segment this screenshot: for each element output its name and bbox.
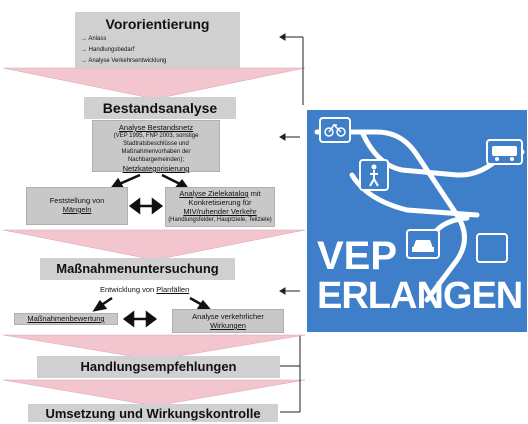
vororientierung-title: Vororientierung <box>105 16 210 32</box>
bestandsanalyse-title: Bestandsanalyse <box>102 100 218 116</box>
side-arrow-1 <box>279 33 304 105</box>
planfaelle-prefix: Entwicklung von <box>100 285 155 294</box>
parking-sign-icon <box>476 233 508 263</box>
handlung-box: Handlungsempfehlungen <box>37 356 280 378</box>
zielekatalog-label: Analyse Zielekatalog <box>179 189 249 198</box>
funnel-3 <box>2 334 306 361</box>
wirkungen-line1: Analyse verkehrlicher <box>192 312 264 321</box>
vep-logo: VEP ERLANGEN <box>307 110 527 332</box>
netzkategorisierung-label: Netzkategorisierung <box>122 164 190 173</box>
car-icon <box>406 229 440 259</box>
funnel-1 <box>2 67 306 100</box>
wirkungen-box: Analyse verkehrlicher Wirkungen <box>172 309 284 333</box>
bestandsnetz-details: (VEP 1995, FNP 2003, sonstige Stadtratsb… <box>113 133 199 163</box>
bewertung-label: Maßnahmenbewertung <box>27 314 105 323</box>
massnahmen-title: Maßnahmenuntersuchung <box>56 261 219 276</box>
handlung-title: Handlungsempfehlungen <box>80 359 237 374</box>
bike-icon <box>319 117 351 143</box>
side-arrow-3 <box>279 287 300 295</box>
zielekatalog-box: Analyse Zielekatalog mit Konkretisierung… <box>165 187 275 227</box>
miv-label: MIV/ruhender Verkehr <box>183 207 257 216</box>
bottom-bracket <box>280 336 301 413</box>
bestandsnetz-box: Analyse Bestandsnetz (VEP 1995, FNP 2003… <box>92 120 220 173</box>
vororientierung-item: → Analyse Verkehrsentwicklung <box>81 58 167 64</box>
maengel-box: Feststellung von Mängeln <box>26 187 128 225</box>
maengel-line2: Mängeln <box>62 205 92 214</box>
zielekatalog-rest: mit Konkretisierung für <box>188 189 261 207</box>
bewertung-box: Maßnahmenbewertung <box>14 313 118 325</box>
wirkungen-line2: Wirkungen <box>210 321 246 330</box>
vororientierung-item: → Handlungsbedarf <box>81 47 135 53</box>
maengel-line1: Feststellung von <box>49 196 105 205</box>
planfaelle-label: Entwicklung von Planfällen <box>100 285 189 294</box>
umsetzung-box: Umsetzung und Wirkungskontrolle <box>28 404 278 422</box>
funnel-4 <box>2 379 306 407</box>
arrow-plan-right <box>189 296 212 311</box>
logo-line1: VEP <box>317 234 398 278</box>
bus-icon <box>486 139 523 165</box>
double-arrow-1 <box>128 197 164 215</box>
network-graphic <box>314 117 525 303</box>
vororientierung-box: Vororientierung → Anlass → Handlungsbeda… <box>75 12 240 68</box>
planfaelle-link: Planfällen <box>156 285 190 294</box>
zielekatalog-details: (Handlungsfelder, Hauptziele, Teilziele) <box>168 217 272 223</box>
umsetzung-title: Umsetzung und Wirkungskontrolle <box>45 406 261 421</box>
massnahmen-box: Maßnahmenuntersuchung <box>40 258 235 280</box>
bestandsanalyse-box: Bestandsanalyse <box>84 97 236 119</box>
double-arrow-2 <box>122 310 158 328</box>
arrow-plan-left <box>92 296 113 312</box>
side-arrow-2 <box>279 133 300 141</box>
logo-line2: ERLANGEN <box>317 275 523 317</box>
bestandsnetz-label: Analyse Bestandsnetz <box>118 123 194 132</box>
pedestrian-icon <box>359 159 389 191</box>
vororientierung-item: → Anlass <box>81 36 107 42</box>
funnel-2 <box>2 229 306 261</box>
